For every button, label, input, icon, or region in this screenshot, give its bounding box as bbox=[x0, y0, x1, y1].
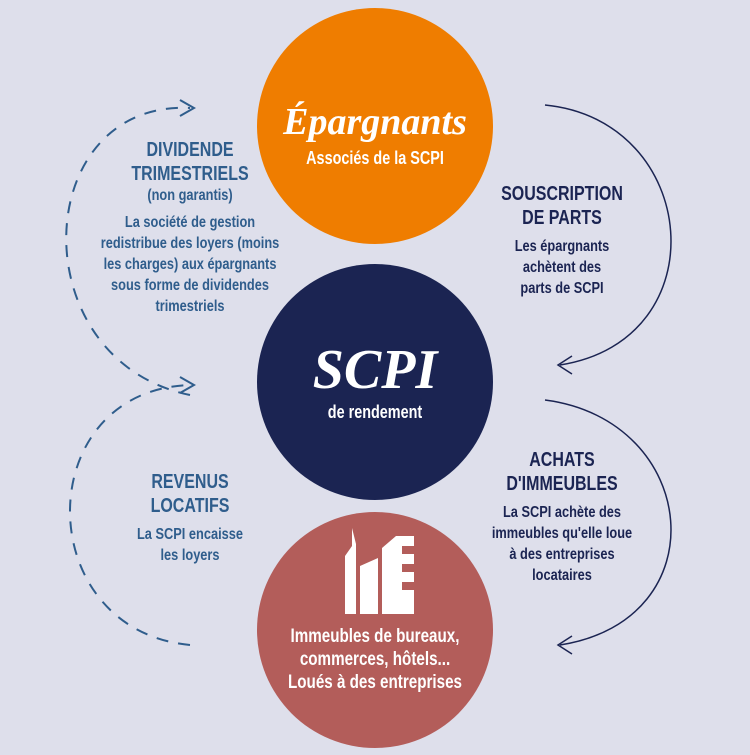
rental-income-label: REVENUS LOCATIFS La SCPI encaisse les lo… bbox=[60, 470, 320, 566]
arrow-subscription bbox=[544, 104, 672, 366]
purchase-label: ACHATS D'IMMEUBLES La SCPI achète des im… bbox=[432, 448, 692, 586]
scpi-title: SCPI bbox=[312, 339, 438, 401]
scpi-subtitle: de rendement bbox=[327, 402, 423, 422]
buildings-line-2: commerces, hôtels... bbox=[299, 649, 451, 670]
scpi-circle: SCPI de rendement bbox=[257, 264, 493, 500]
buildings-circle: Immeubles de bureaux, commerces, hôtels.… bbox=[257, 512, 493, 748]
dividends-note: (non garantis) bbox=[147, 187, 233, 204]
rental-income-body: La SCPI encaisse les loyers bbox=[136, 526, 243, 564]
dashed-arrow-rents bbox=[69, 384, 191, 646]
dividends-heading: DIVIDENDE TRIMESTRIELS bbox=[131, 139, 249, 185]
buildings-line-1: Immeubles de bureaux, bbox=[290, 626, 460, 647]
dividends-label: DIVIDENDE TRIMESTRIELS (non garantis) La… bbox=[60, 138, 320, 317]
purchase-body: La SCPI achète des immeubles qu'elle lou… bbox=[491, 504, 633, 584]
purchase-heading: ACHATS D'IMMEUBLES bbox=[506, 449, 618, 495]
subscription-label: SOUSCRIPTION DE PARTS Les épargnants ach… bbox=[432, 182, 692, 299]
buildings-line-3: Loués à des entreprises bbox=[287, 672, 463, 693]
arrow-purchase bbox=[544, 399, 672, 646]
dashed-arrow-dividends bbox=[65, 106, 191, 396]
rental-income-heading: REVENUS LOCATIFS bbox=[150, 471, 230, 517]
savers-circle: Épargnants Associés de la SCPI bbox=[257, 8, 493, 244]
savers-title: Épargnants bbox=[283, 101, 467, 143]
subscription-body: Les épargnants achètent des parts de SCP… bbox=[514, 238, 610, 297]
dividends-body: La société de gestion redistribue des lo… bbox=[100, 214, 280, 315]
savers-subtitle: Associés de la SCPI bbox=[306, 148, 444, 168]
buildings-icon bbox=[345, 528, 414, 614]
subscription-heading: SOUSCRIPTION DE PARTS bbox=[501, 183, 623, 229]
